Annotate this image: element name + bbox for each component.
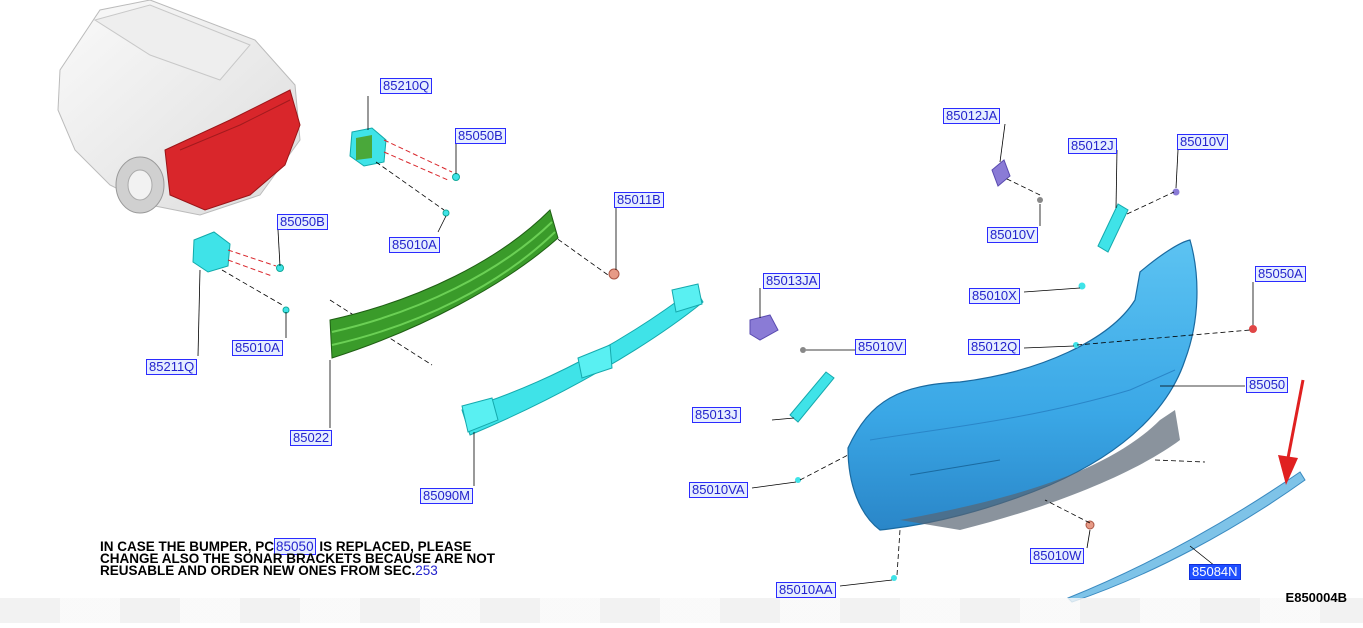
note-line3-start: REUSABLE AND ORDER NEW ONES FROM SEC. bbox=[100, 563, 416, 578]
callout-85012JA[interactable]: 85012JA bbox=[943, 108, 1001, 124]
vehicle-locator-image bbox=[57, 0, 301, 216]
callout-85010V-low[interactable]: 85010V bbox=[987, 227, 1038, 243]
bumper-cover-85050-drawing bbox=[847, 239, 1198, 531]
trim-strip-85084N-drawing bbox=[1067, 471, 1306, 603]
reinforcement-beam-85022-drawing bbox=[329, 209, 559, 359]
callout-85013JA[interactable]: 85013JA bbox=[763, 273, 821, 289]
callout-85010A-left[interactable]: 85010A bbox=[232, 340, 283, 356]
callout-85011B[interactable]: 85011B bbox=[614, 192, 664, 208]
bottom-scan-band bbox=[0, 598, 1363, 623]
sonar-bracket-85012J-drawing bbox=[1097, 203, 1129, 253]
callout-85012J[interactable]: 85012J bbox=[1068, 138, 1117, 154]
note-line2: CHANGE ALSO THE SONAR BRACKETS BECAUSE A… bbox=[100, 551, 496, 566]
callout-85010VA[interactable]: 85010VA bbox=[689, 482, 748, 498]
note-section-253-link[interactable]: 253 bbox=[415, 563, 438, 578]
callout-85090M[interactable]: 85090M bbox=[420, 488, 473, 504]
callout-85022[interactable]: 85022 bbox=[290, 430, 333, 446]
callout-85010V-mid[interactable]: 85010V bbox=[855, 339, 906, 355]
callout-85050[interactable]: 85050 bbox=[1246, 377, 1289, 393]
callout-85050A[interactable]: 85050A bbox=[1255, 266, 1306, 282]
note-line1-start: IN CASE THE BUMPER, PC bbox=[100, 539, 275, 554]
callout-85013J[interactable]: 85013J bbox=[692, 407, 741, 423]
red-arrow-indicator bbox=[1278, 379, 1305, 485]
callout-85010A-top[interactable]: 85010A bbox=[389, 237, 440, 253]
bracket-85210Q-drawing bbox=[349, 127, 387, 167]
sonar-bracket-85013J-drawing bbox=[789, 371, 835, 423]
callout-85010X[interactable]: 85010X bbox=[969, 288, 1020, 304]
callout-85050B-left[interactable]: 85050B bbox=[277, 214, 328, 230]
diagram-id: E850004B bbox=[1285, 590, 1347, 605]
callout-85084N-selected[interactable]: 85084N bbox=[1189, 564, 1241, 580]
energy-absorber-85090M-drawing bbox=[461, 283, 704, 436]
callout-85010AA[interactable]: 85010AA bbox=[776, 582, 836, 598]
callout-85210Q[interactable]: 85210Q bbox=[380, 78, 433, 94]
callout-85012Q[interactable]: 85012Q bbox=[968, 339, 1021, 355]
bracket-85211Q-drawing bbox=[192, 231, 231, 273]
callout-85050B-top[interactable]: 85050B bbox=[455, 128, 506, 144]
callout-85211Q[interactable]: 85211Q bbox=[146, 359, 198, 375]
note-line1-end: IS REPLACED, PLEASE bbox=[315, 539, 472, 554]
callout-85010W[interactable]: 85010W bbox=[1030, 548, 1085, 564]
note-ref-85050-link[interactable]: 85050 bbox=[274, 538, 316, 555]
callout-85010V-right[interactable]: 85010V bbox=[1177, 134, 1228, 150]
